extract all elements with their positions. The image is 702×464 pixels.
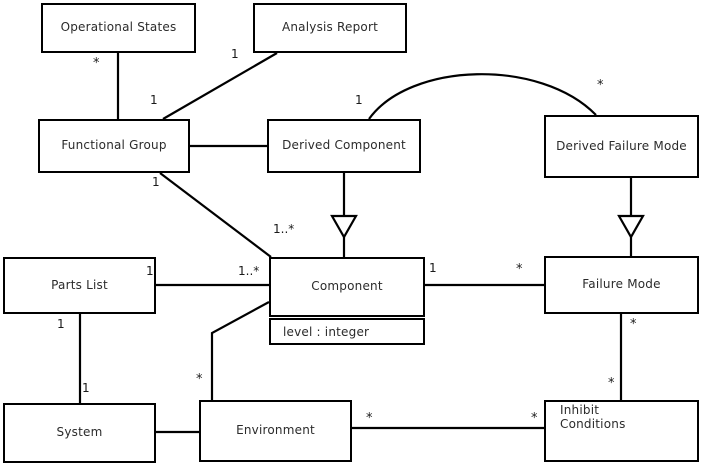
edge-functional-group-component [159, 172, 272, 258]
class-name-parts-list: Parts List [51, 277, 108, 292]
class-name-analysis-report: Analysis Report [281, 20, 379, 35]
multiplicity-label-m-partslist-comp: 1 [146, 264, 154, 278]
edge-derived-component-derived-failure-mode [368, 73, 597, 120]
class-box-operational-states[interactable]: Operational States [41, 3, 196, 53]
multiplicity-label-m-inhibit-failuremode: * [608, 376, 615, 391]
class-box-functional-group[interactable]: Functional Group [38, 119, 190, 173]
class-box-failure-mode[interactable]: Failure Mode [544, 256, 699, 314]
class-box-environment[interactable]: Environment [199, 400, 352, 462]
edge-derived-component-component-generalization-arrowhead [330, 214, 358, 240]
class-name-system: System [56, 425, 103, 440]
edge-functional-group-analysis-report [162, 52, 278, 120]
multiplicity-label-m-environment-comp: * [196, 372, 203, 387]
multiplicity-label-m-fg-analysis: 1 [231, 47, 239, 61]
edges-group [78, 52, 633, 434]
edge-component-environment [210, 301, 270, 400]
multiplicity-label-m-failuremode-inhibit: * [630, 317, 637, 332]
multiplicity-label-m-fg-derivedcomp: 1 [355, 93, 363, 107]
class-box-inhibit-conditions[interactable]: Inhibit Conditions [544, 400, 699, 462]
multiplicity-label-m-inhibit-environment: * [531, 411, 538, 426]
class-name-derived-failure-mode: Derived Failure Mode [556, 138, 687, 153]
multiplicity-label-m-failuremode-comp: * [516, 262, 523, 277]
multiplicity-label-m-fg-component: 1 [152, 175, 160, 189]
class-box-derived-failure-mode[interactable]: Derived Failure Mode [544, 115, 699, 178]
multiplicity-label-m-system-partslist: 1 [82, 381, 90, 395]
multiplicity-label-m-partslist-system: 1 [57, 317, 65, 331]
class-box-derived-component[interactable]: Derived Component [267, 119, 421, 173]
attribute-compartment-component[interactable]: level : integer [269, 318, 425, 345]
class-name-derived-component: Derived Component [282, 138, 406, 153]
multiplicity-label-m-opstates-fg: * [93, 56, 100, 71]
class-name-component: Component [311, 279, 383, 294]
class-name-environment: Environment [236, 423, 315, 438]
attribute-text-component-attributes: level : integer [283, 324, 370, 339]
class-name-operational-states: Operational States [60, 20, 177, 35]
multiplicity-label-m-comp-partslist: 1..* [238, 264, 260, 278]
class-name-functional-group: Functional Group [61, 138, 167, 153]
edge-derived-failure-mode-failure-mode-generalization-arrowhead [617, 214, 645, 240]
class-name-failure-mode: Failure Mode [582, 277, 661, 292]
multiplicity-label-m-component-fg: 1..* [273, 222, 295, 236]
multiplicity-label-m-environment-inhibit: * [366, 411, 373, 426]
multiplicity-label-m-derivedfm-arc: * [597, 78, 604, 93]
multiplicity-label-m-fg-opstates: 1 [150, 93, 158, 107]
class-name-inhibit-conditions: Inhibit Conditions [560, 403, 626, 431]
class-box-component[interactable]: Component [269, 257, 425, 317]
multiplicity-label-m-comp-failuremode: 1 [429, 261, 437, 275]
class-box-analysis-report[interactable]: Analysis Report [253, 3, 407, 53]
class-box-parts-list[interactable]: Parts List [3, 257, 156, 314]
arrowheads-group [330, 214, 645, 240]
class-box-system[interactable]: System [3, 403, 156, 463]
